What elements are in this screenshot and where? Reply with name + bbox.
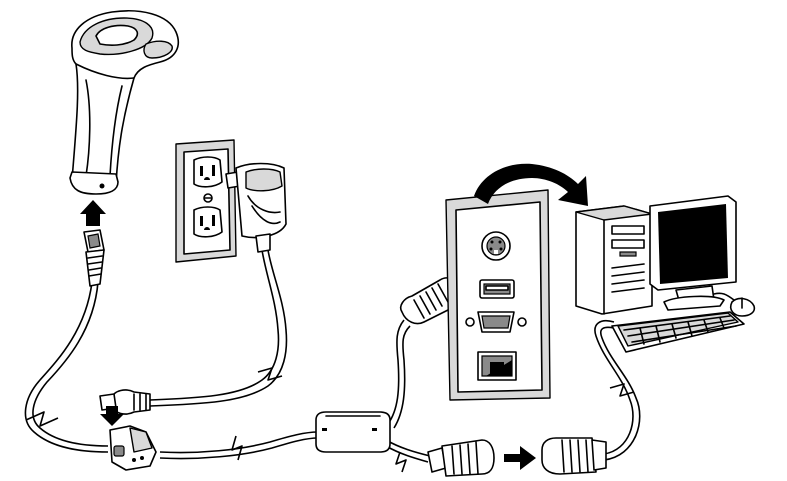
- keyboard-cable: [594, 320, 634, 455]
- computer-rear-panel-icon: [445, 189, 551, 401]
- ps2-keyboard-port: [481, 231, 511, 261]
- cables: [24, 249, 641, 473]
- scanner-cable-connector: [83, 229, 105, 287]
- handheld-barcode-scanner-icon: [69, 10, 180, 195]
- power-adapter-icon: [225, 162, 287, 253]
- arrow-up-icon: [80, 200, 106, 226]
- arrow-right-icon: [504, 446, 536, 470]
- y-cable-icon: [315, 411, 391, 453]
- arrow-down-icon: [100, 406, 124, 426]
- mouse-icon: [713, 292, 756, 317]
- curved-arrow-icon: [474, 163, 588, 206]
- desktop-computer-icon: [575, 195, 756, 353]
- keyboard-connector-male: [541, 437, 607, 475]
- power-outlet-icon: [175, 139, 237, 263]
- serial-port: [465, 311, 527, 333]
- scanner-cable: [24, 281, 109, 453]
- power-jack-plug: [99, 389, 151, 415]
- y-connector: [109, 425, 157, 471]
- usb-port: [479, 279, 515, 299]
- power-jack-cable: [149, 249, 280, 401]
- cable-break-marks: [25, 367, 635, 473]
- keyboard-icon: [611, 311, 745, 353]
- ethernet-port: [477, 351, 517, 381]
- wedge-cable: [159, 431, 319, 454]
- keyboard-connector-female: [427, 439, 495, 477]
